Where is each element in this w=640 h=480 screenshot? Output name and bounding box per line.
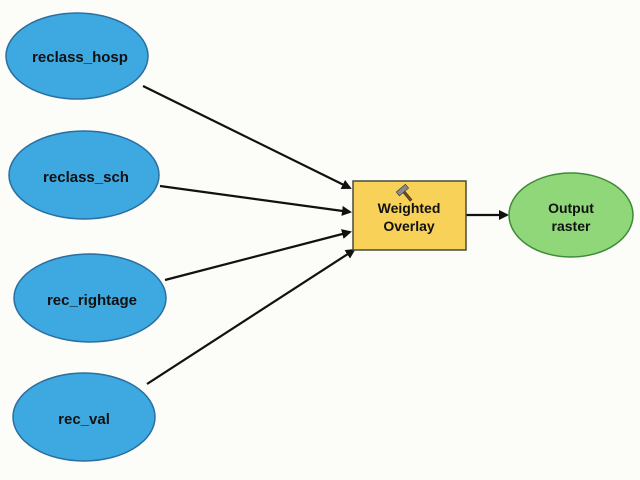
tool-label-line1: Weighted (378, 200, 441, 216)
input-ellipse (12, 372, 156, 462)
input-label: reclass_sch (43, 169, 129, 186)
output-node-output-raster[interactable]: Output raster (508, 172, 634, 258)
connector-rec-rightage-to-weighted-overlay (164, 229, 352, 282)
hammer-icon (395, 183, 413, 202)
output-ellipse (508, 172, 634, 258)
input-ellipse (13, 253, 167, 343)
input-label: reclass_hosp (32, 49, 128, 66)
input-ellipse (5, 12, 149, 100)
input-node-reclass-sch[interactable]: reclass_sch (8, 130, 160, 220)
connector-rec-val-to-weighted-overlay (146, 248, 356, 385)
input-node-reclass-hosp[interactable]: reclass_hosp (5, 12, 149, 100)
tool-label-line2: Overlay (383, 218, 435, 234)
tool-node-weighted-overlay[interactable]: Weighted Overlay (352, 180, 467, 251)
connector-reclass-hosp-to-weighted-overlay (142, 85, 352, 189)
input-node-rec-val[interactable]: rec_val (12, 372, 156, 462)
connector-reclass-sch-to-weighted-overlay (159, 184, 352, 216)
input-ellipse (8, 130, 160, 220)
input-label: rec_val (58, 411, 110, 428)
input-node-rec-rightage[interactable]: rec_rightage (13, 253, 167, 343)
input-label: rec_rightage (47, 292, 137, 309)
connectors (142, 85, 509, 385)
output-label-line2: raster (552, 218, 591, 234)
output-label-line1: Output (548, 200, 594, 216)
tool-box (352, 180, 467, 251)
